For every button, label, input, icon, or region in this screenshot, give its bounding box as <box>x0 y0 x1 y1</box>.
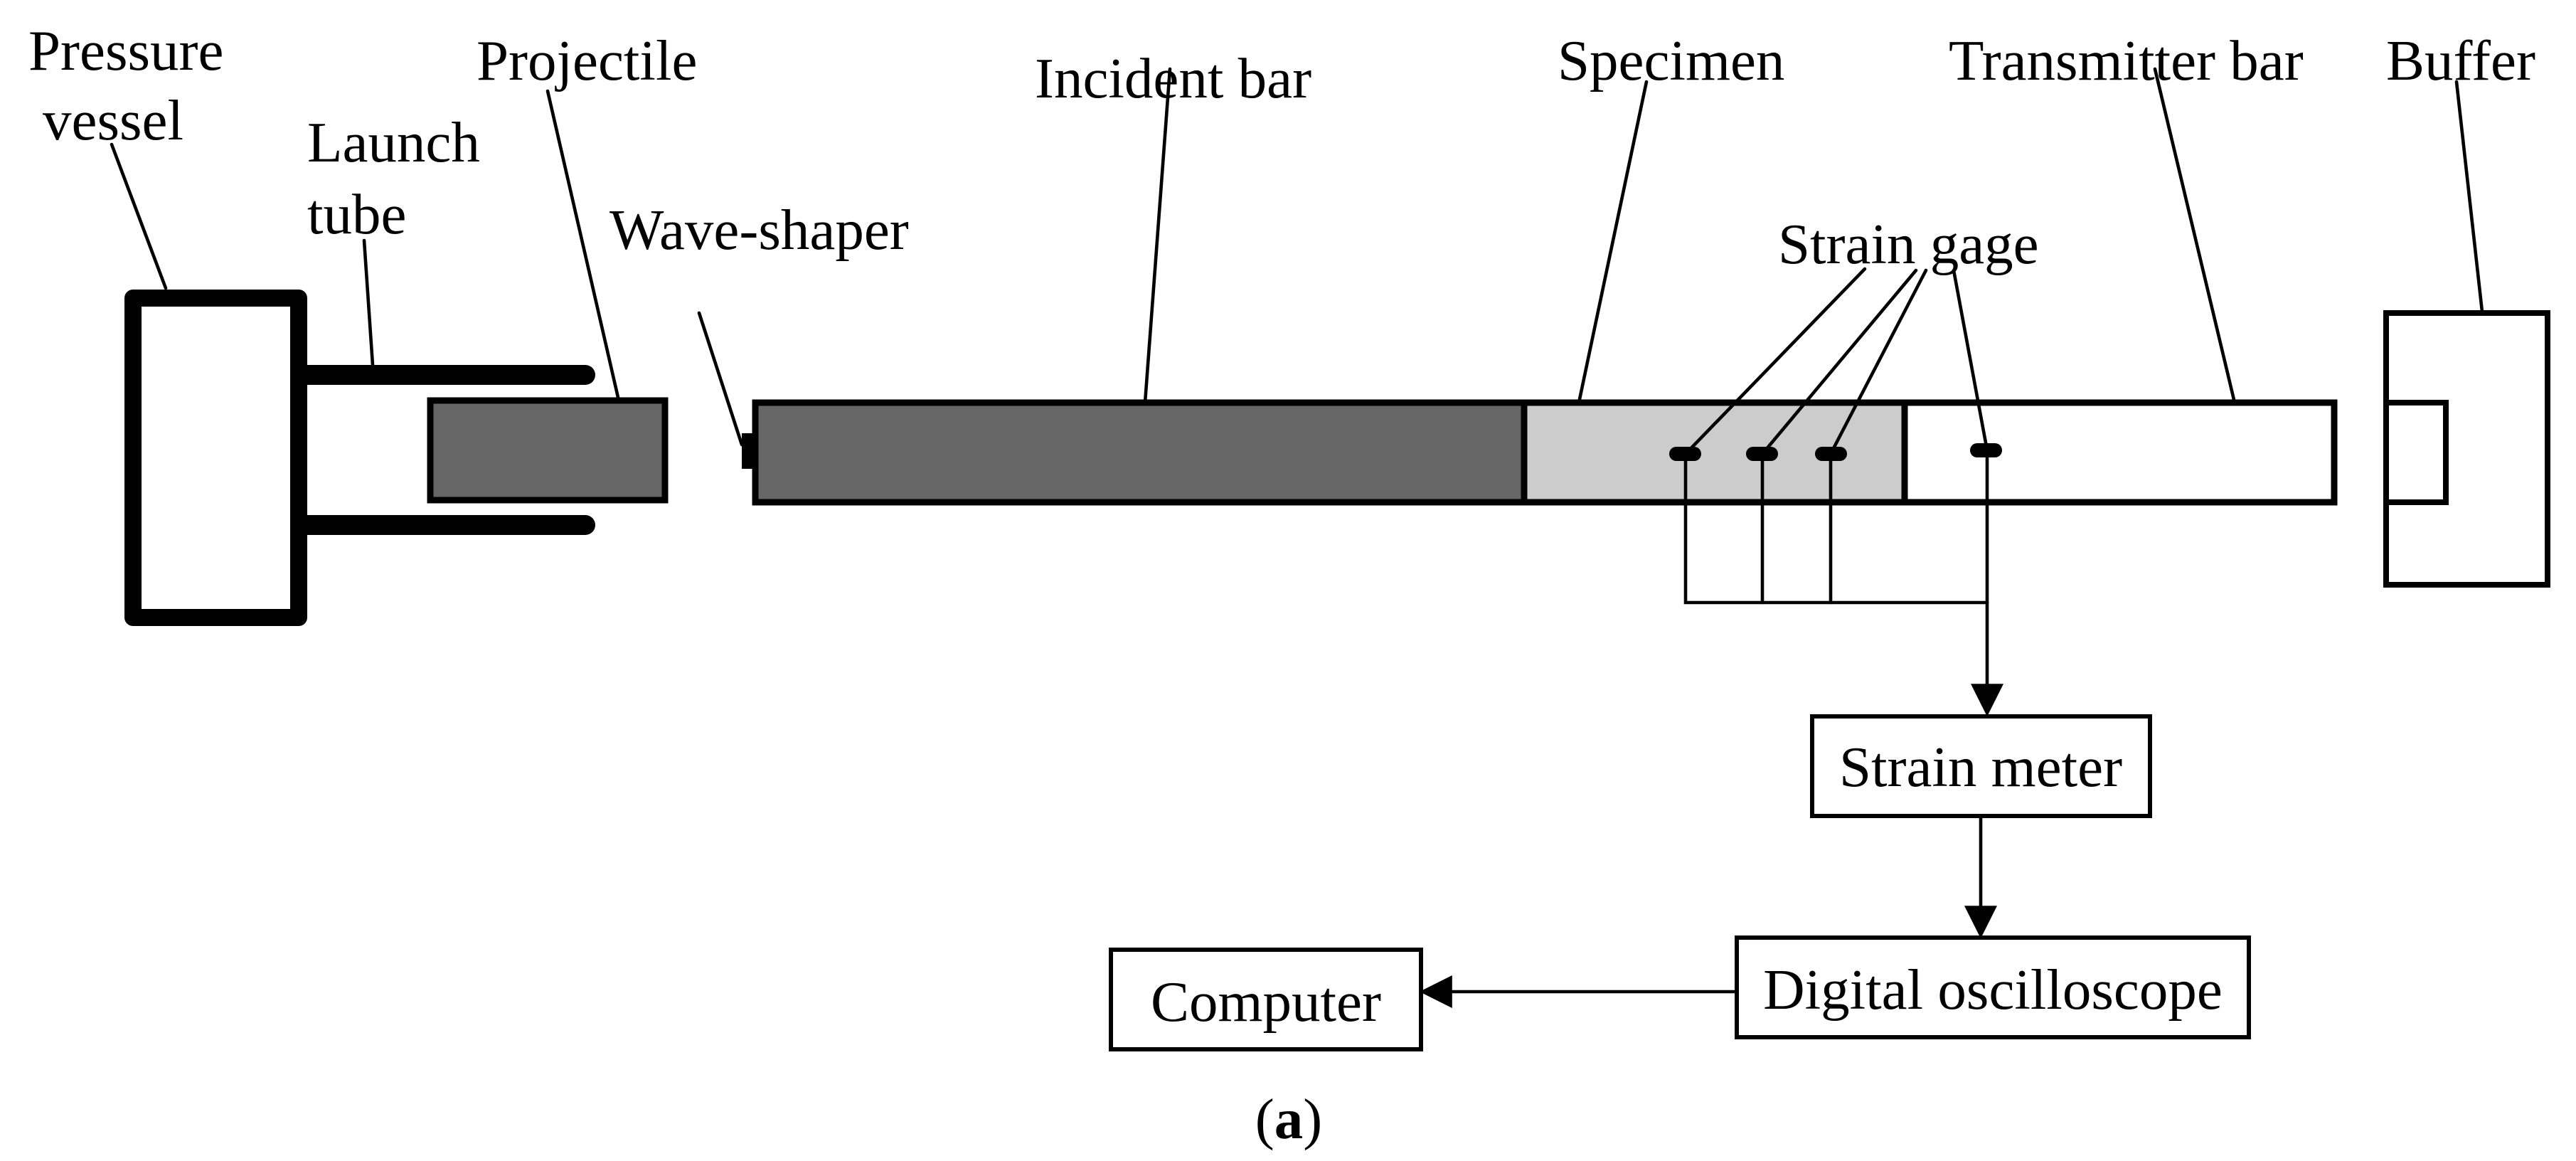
specimen <box>1521 399 1908 506</box>
computer-box: Computer <box>1109 948 1423 1051</box>
projectile-label: Projectile <box>477 28 697 92</box>
leader-lines <box>110 67 2484 456</box>
incident-bar-label: Incident bar <box>1035 46 1311 110</box>
pressure-vessel-label-line2: vessel <box>43 88 183 152</box>
launch-tube-label-line1: Launch <box>307 110 480 174</box>
projectile <box>427 397 669 504</box>
digital-oscilloscope-box: Digital oscilloscope <box>1735 935 2251 1039</box>
transmitter-bar <box>1901 399 2338 506</box>
gage-wiring <box>1683 448 2003 717</box>
strain-gage-label: Strain gage <box>1778 212 2039 276</box>
strain-meter-label: Strain meter <box>1839 735 2122 799</box>
digital-oscilloscope-label: Digital oscilloscope <box>1763 958 2223 1022</box>
caption: (a) <box>1255 1087 1322 1151</box>
caption-open: ( <box>1255 1087 1274 1151</box>
strain-meter-box: Strain meter <box>1810 714 2152 818</box>
computer-label: Computer <box>1151 970 1381 1034</box>
wave-shaper <box>742 433 753 469</box>
transmitter-bar-label: Transmitter bar <box>1949 28 2304 92</box>
caption-letter: a <box>1274 1087 1304 1151</box>
buffer-label: Buffer <box>2386 28 2535 92</box>
buffer <box>2383 310 2550 588</box>
specimen-label: Specimen <box>1558 28 1784 92</box>
wave-shaper-label: Wave-shaper <box>610 198 909 262</box>
pressure-vessel <box>124 290 307 626</box>
incident-bar <box>752 399 1528 506</box>
buffer-slot <box>2383 400 2449 505</box>
caption-close: ) <box>1303 1087 1322 1151</box>
pressure-vessel-label-line1: Pressure <box>28 18 223 83</box>
launch-tube-label-line2: tube <box>307 182 406 246</box>
